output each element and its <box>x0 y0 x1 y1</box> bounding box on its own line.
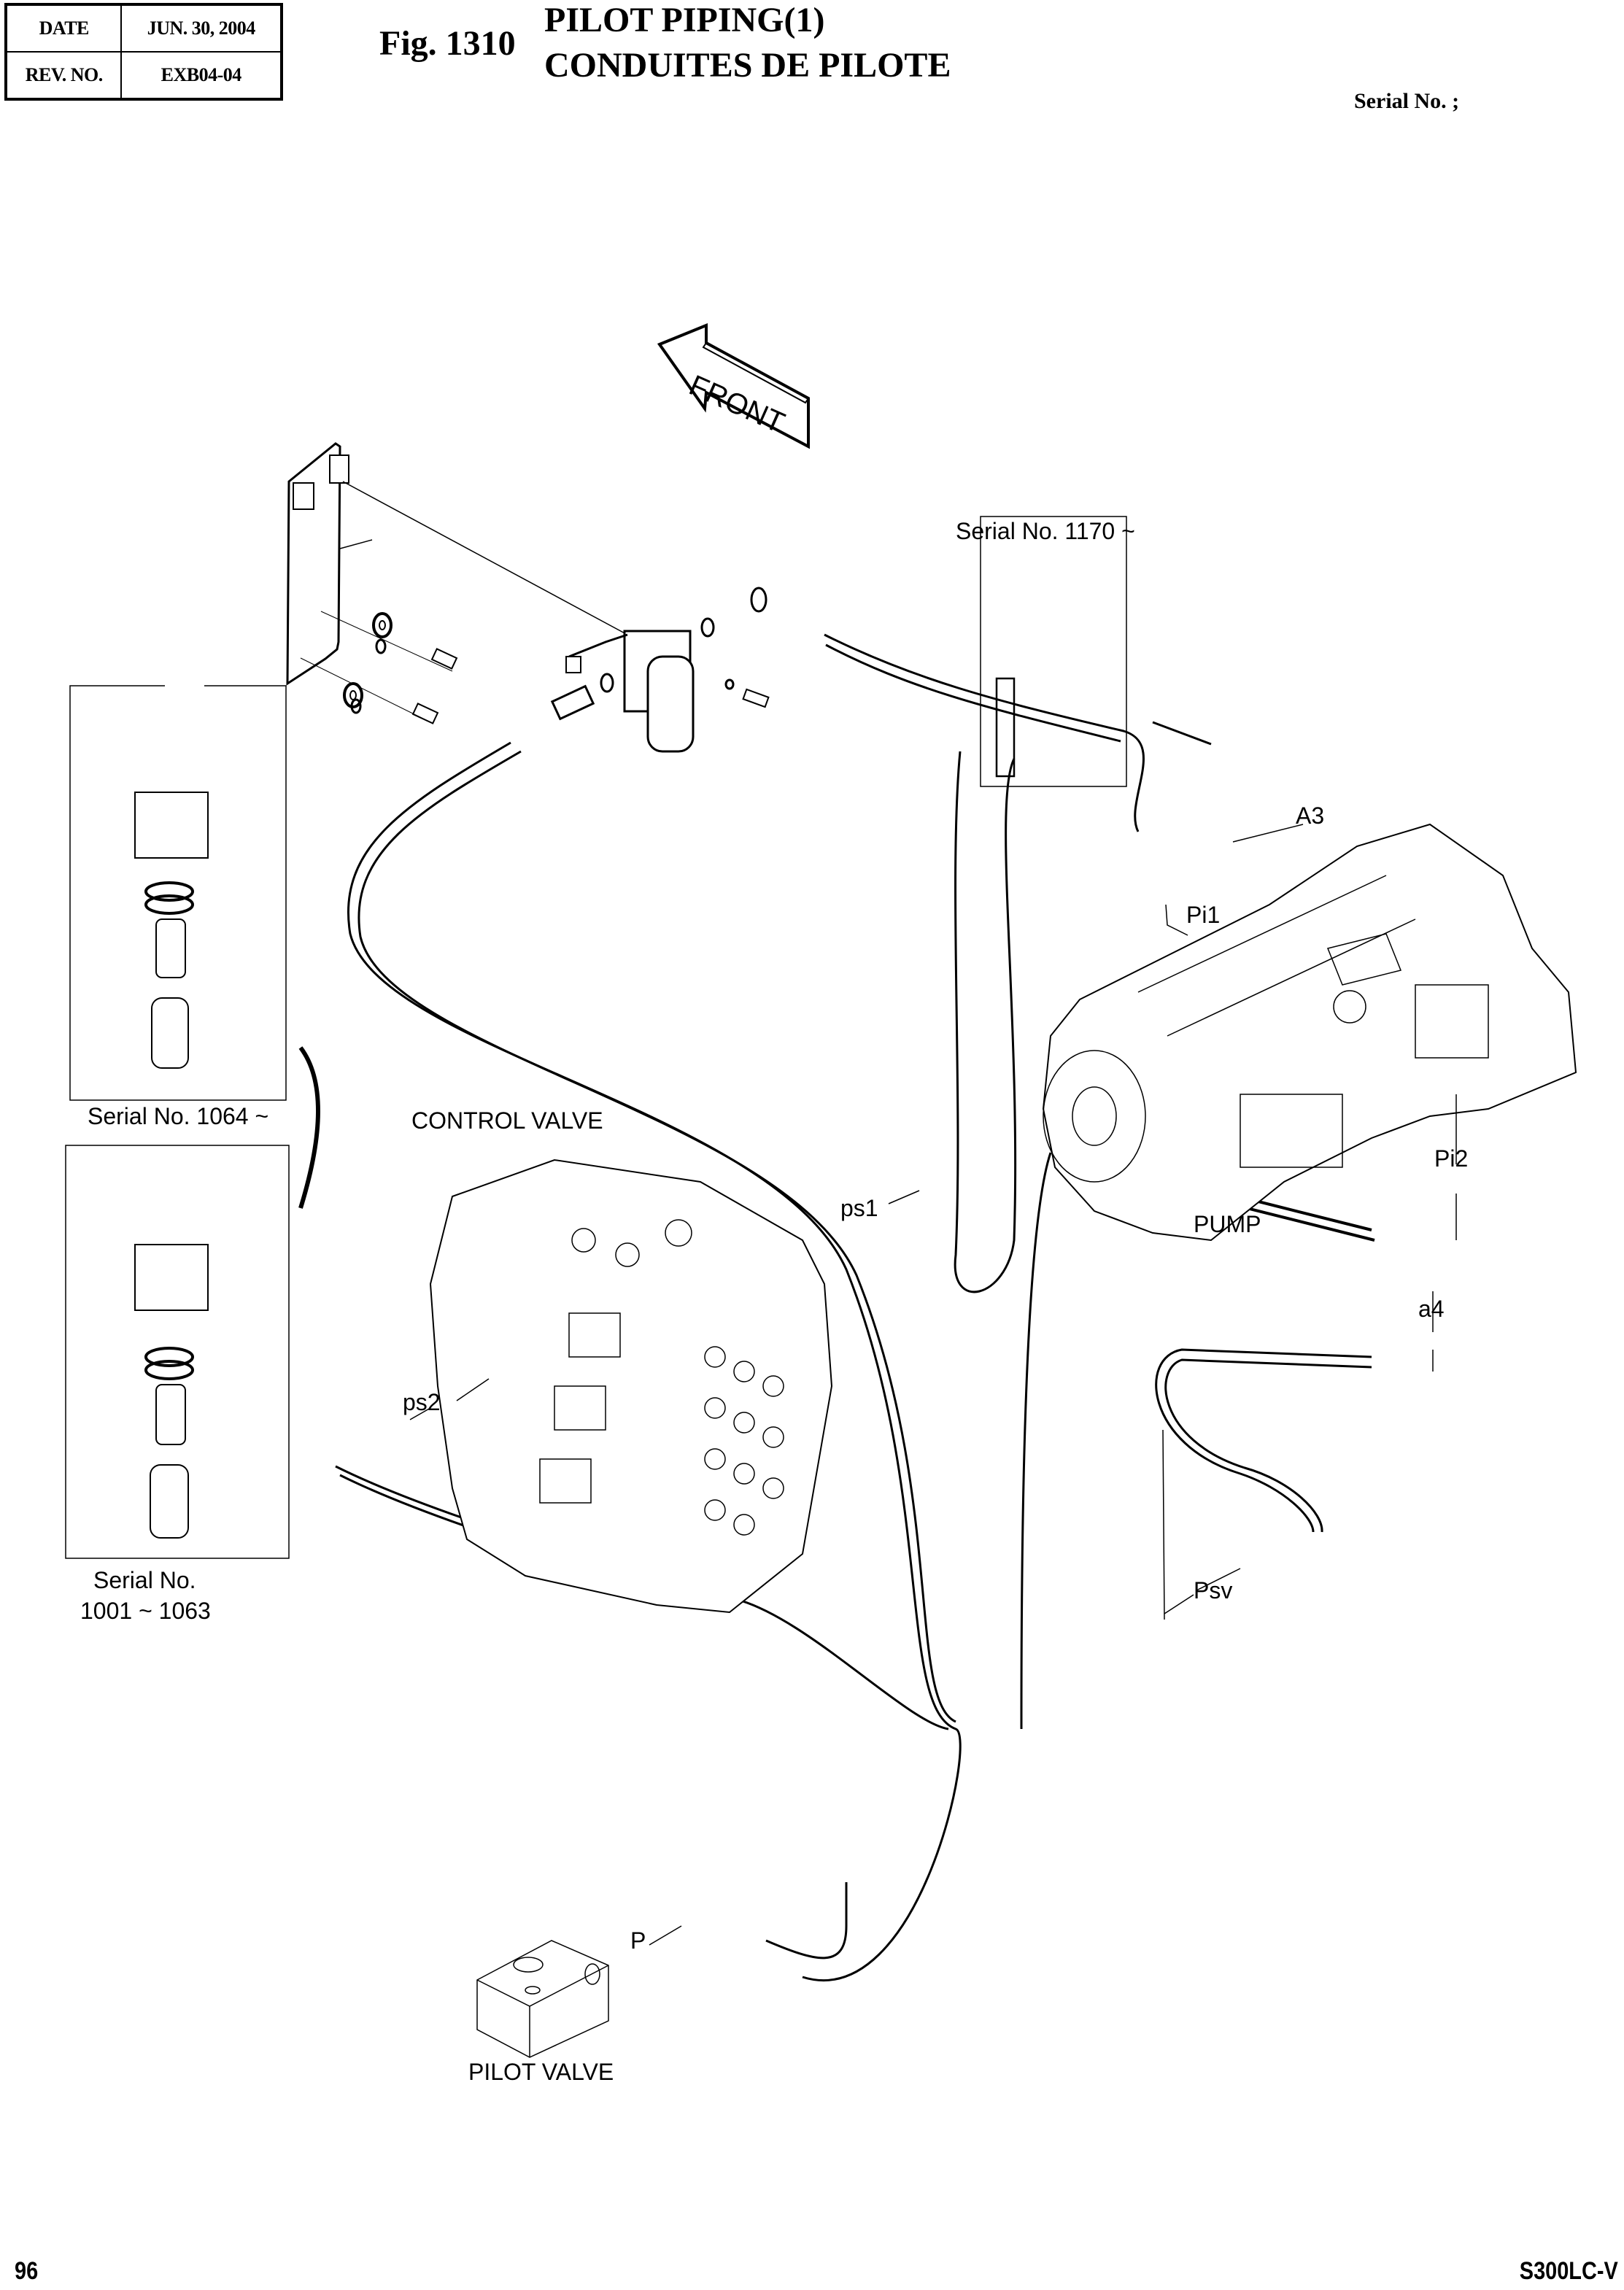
bushing-bolt-set <box>301 611 457 724</box>
serial-1170-label: Serial No. 1170 ~ <box>956 518 1135 544</box>
hydraulic-pump <box>1043 824 1576 1240</box>
date-label: DATE <box>4 4 123 53</box>
port-pi1-label: Pi1 <box>1186 902 1221 928</box>
port-ps1-label: ps1 <box>840 1195 878 1221</box>
serial-number-label: Serial No. ; <box>1354 89 1460 113</box>
figure-number: Fig. 1310 <box>379 24 516 63</box>
pilot-valve-label: PILOT VALVE <box>468 2059 614 2085</box>
pilot-valve <box>477 1941 608 2057</box>
bracket-plate <box>287 444 627 684</box>
serial-1001-label-line1: Serial No. <box>93 1567 196 1593</box>
inset-serial-1064 <box>70 686 286 1100</box>
port-ps2-label: ps2 <box>403 1389 441 1415</box>
serial-1064-label: Serial No. 1064 ~ <box>88 1103 269 1129</box>
page-title-english: PILOT PIPING(1) <box>544 1 825 39</box>
leader-lines <box>410 824 1456 1945</box>
front-arrow-icon <box>660 325 808 446</box>
port-p-label: P <box>630 1927 646 1954</box>
port-pi2-label: Pi2 <box>1434 1145 1469 1172</box>
revision-table: DATE JUN. 30, 2004 REV. NO. EXB04-04 <box>4 3 283 101</box>
variant-bracket <box>301 1048 318 1208</box>
serial-1001-label-line2: 1001 ~ 1063 <box>80 1598 211 1624</box>
port-a3-label: A3 <box>1296 802 1325 829</box>
page-title-french: CONDUITES DE PILOTE <box>544 46 951 85</box>
control-valve <box>430 1160 832 1612</box>
inset-serial-1170 <box>981 517 1126 786</box>
rev-label: REV. NO. <box>4 51 123 100</box>
rev-value: EXB04-04 <box>120 51 282 100</box>
model-number: S300LC-V <box>1520 2257 1618 2285</box>
port-a4-label: a4 <box>1418 1296 1445 1322</box>
pump-label: PUMP <box>1194 1211 1261 1237</box>
control-valve-label: CONTROL VALVE <box>411 1107 603 1134</box>
inset-serial-1001-1063 <box>66 1145 289 1558</box>
pilot-filter-solenoid <box>552 588 769 751</box>
date-value: JUN. 30, 2004 <box>120 4 282 53</box>
page-number: 96 <box>15 2257 39 2285</box>
port-psv-label: Psv <box>1194 1577 1233 1604</box>
